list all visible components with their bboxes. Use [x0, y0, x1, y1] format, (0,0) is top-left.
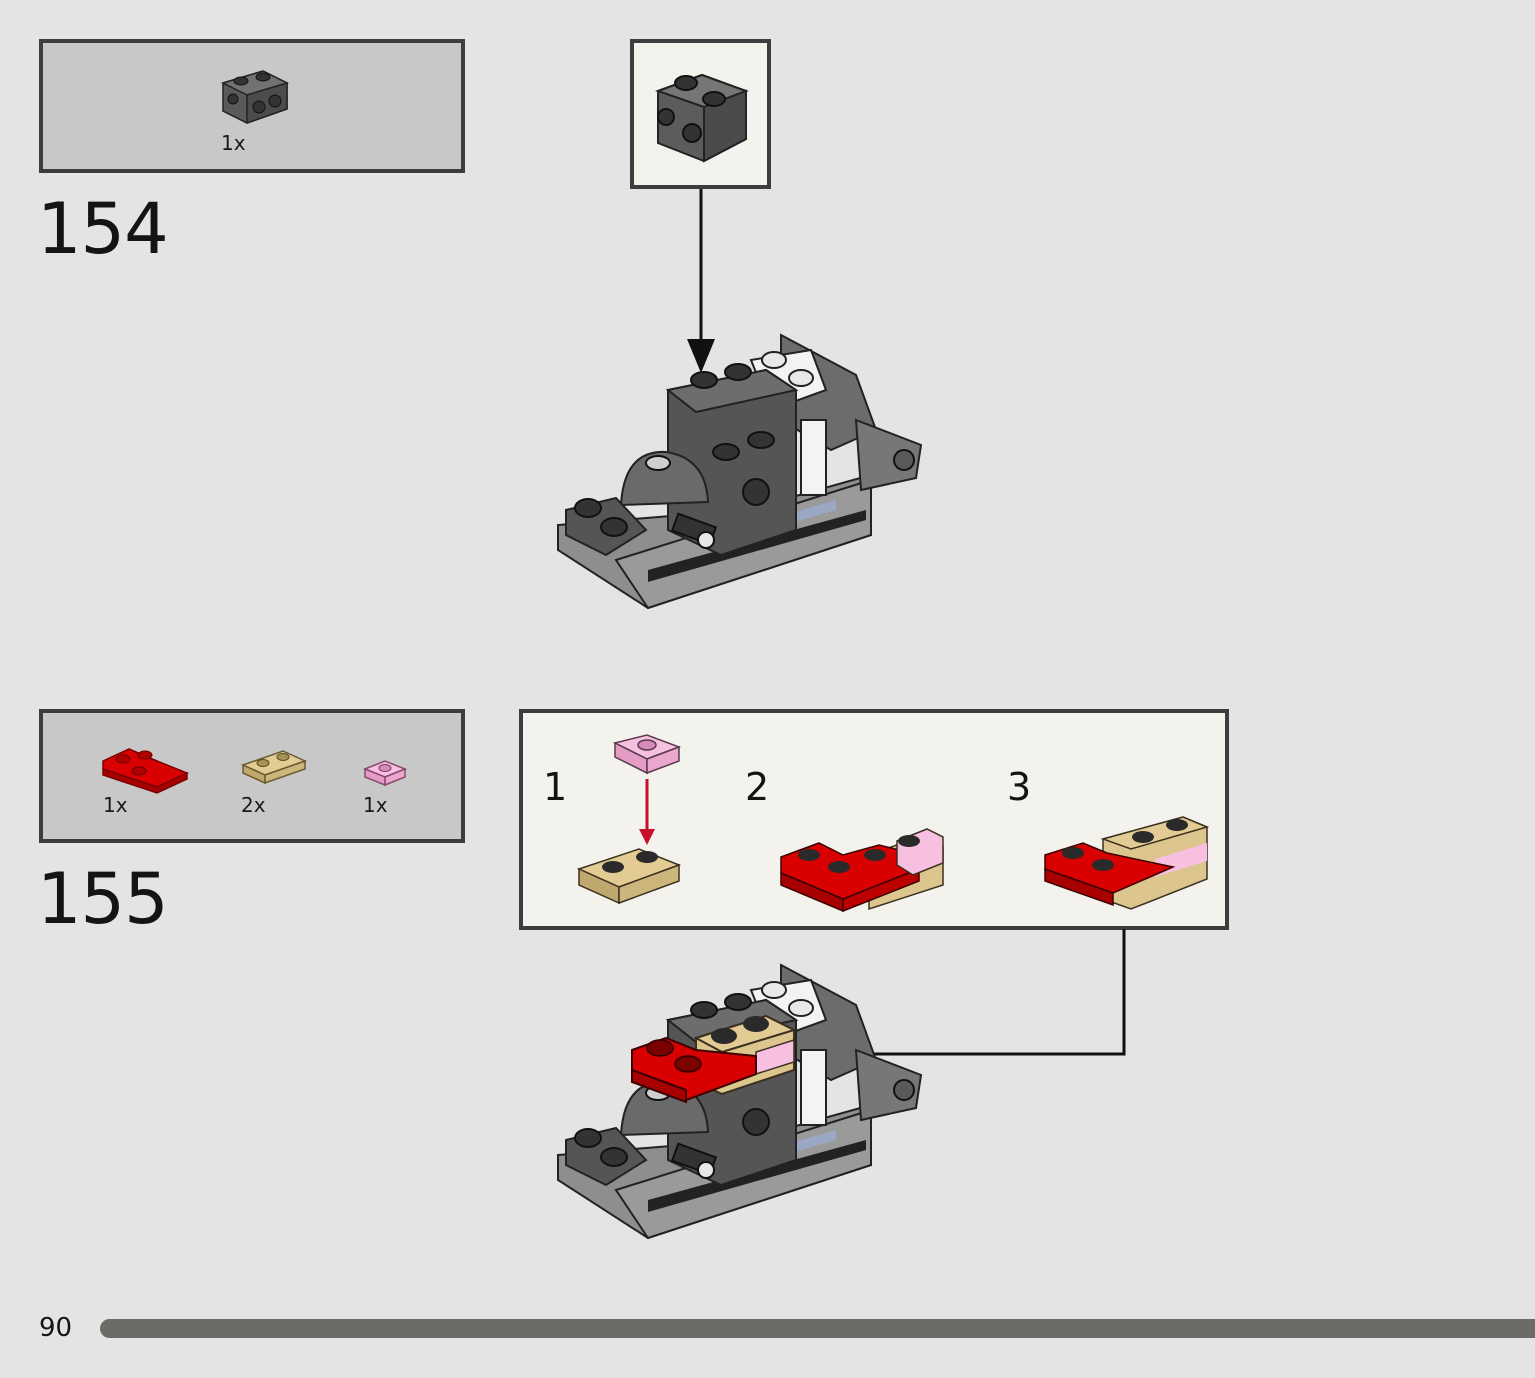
model-assembly-154 — [557, 333, 923, 610]
part-qty-154-1: 1x — [221, 131, 246, 155]
callout-box-154 — [630, 39, 771, 189]
step-number-155: 155 — [37, 858, 169, 940]
tan-plate-icon — [240, 750, 308, 785]
parts-list-box-155: 1x 2x 1x — [39, 709, 465, 843]
dark-gray-brick-icon — [220, 70, 290, 125]
step-number-154: 154 — [37, 188, 169, 270]
substep-number-2: 2 — [745, 765, 770, 809]
pink-plate-icon — [362, 760, 408, 787]
red-plate-corner-icon — [102, 748, 189, 794]
parts-list-box-154: 1x — [39, 39, 465, 173]
sub-assembly-callout-155: 1 2 3 — [519, 709, 1229, 930]
page-number: 90 — [39, 1313, 73, 1343]
part-qty-155-1: 1x — [103, 793, 128, 817]
part-qty-155-3: 1x — [363, 793, 388, 817]
part-qty-155-2: 2x — [241, 793, 266, 817]
progress-bar — [100, 1319, 1535, 1338]
substep-1-illustration — [576, 734, 682, 905]
dark-gray-brick-icon — [655, 73, 749, 163]
substep-number-3: 3 — [1007, 765, 1032, 809]
substep-2-illustration — [780, 828, 944, 913]
substep-number-1: 1 — [543, 765, 568, 809]
model-assembly-155 — [557, 963, 923, 1240]
placement-arrow-154 — [687, 189, 715, 373]
substep-3-illustration — [1044, 816, 1210, 910]
